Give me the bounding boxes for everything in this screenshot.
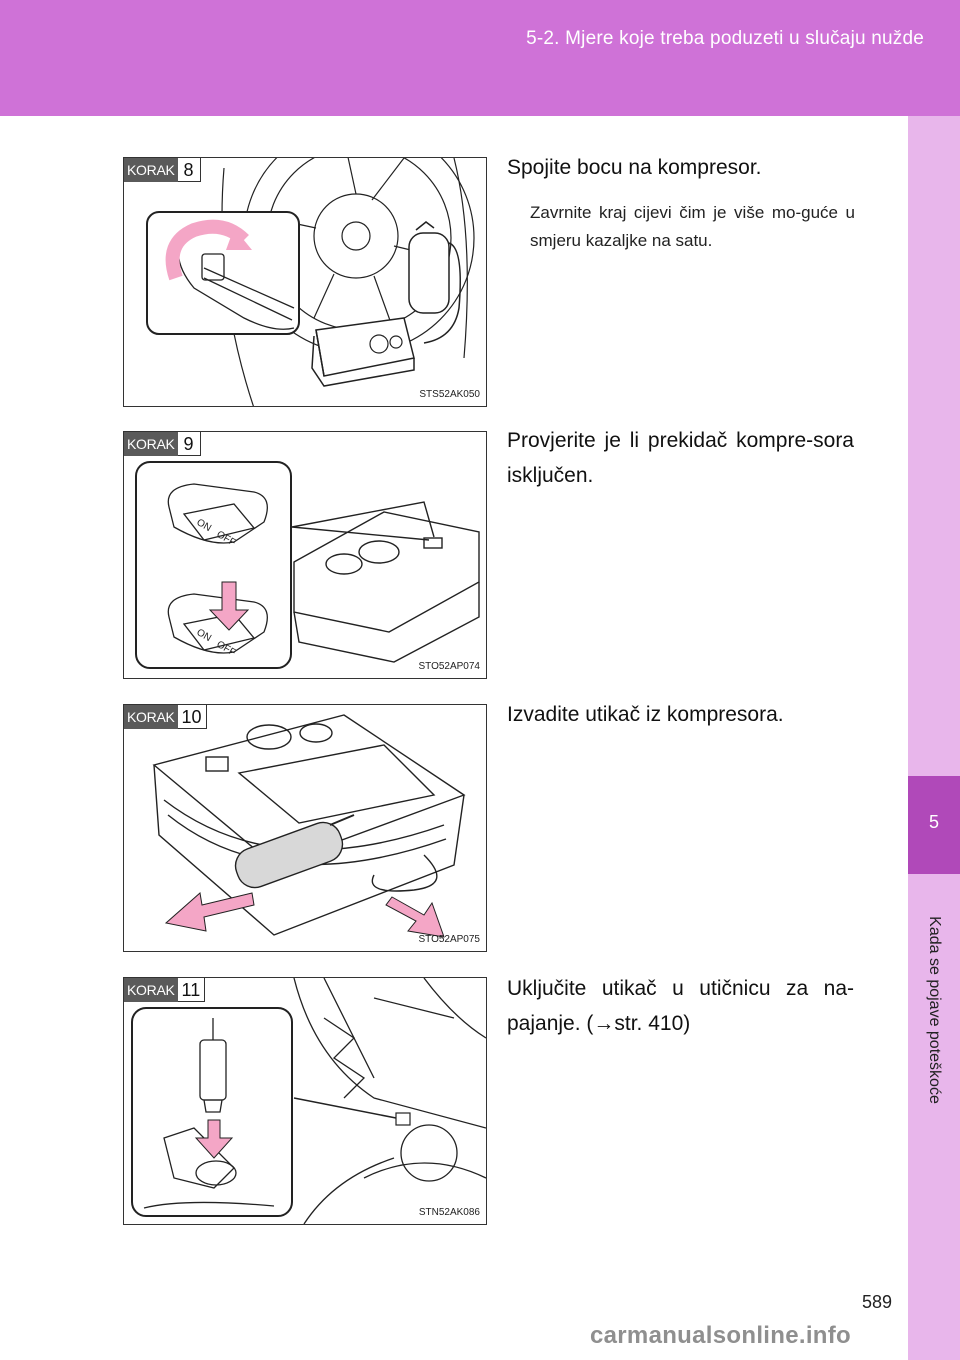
figure-code: STN52AK086	[418, 1207, 480, 1218]
section-title: 5-2. Mjere koje treba poduzeti u slučaju…	[526, 28, 924, 49]
figure-step-10: KORAK 10 STO52AP075	[123, 704, 487, 952]
step-badge: KORAK 8	[124, 158, 201, 182]
step-number: 10	[177, 705, 207, 729]
side-tab	[908, 116, 960, 1360]
compressor-plug-illustration	[152, 714, 466, 938]
watermark[interactable]: carmanualsonline.info	[590, 1322, 852, 1349]
step-number: 8	[177, 158, 201, 182]
step-number: 11	[177, 978, 206, 1002]
step-badge: KORAK 9	[124, 432, 201, 456]
chapter-tab[interactable]: 5	[908, 776, 960, 874]
figure-step-8: KORAK 8 STS52AK050	[123, 157, 487, 407]
figure-code: STS52AK050	[419, 389, 480, 400]
step-number: 9	[177, 432, 201, 456]
step-10-text: Izvadite utikač iz kompresora.	[507, 703, 784, 726]
step-11-text: Uključite utikač u utičnicu za na-pajanj…	[507, 977, 854, 1035]
step-8-text: Spojite bocu na kompresor.	[507, 156, 762, 179]
step-9-text: Provjerite je li prekidač kompre-sora is…	[507, 429, 854, 487]
step-8-subtext: Zavrnite kraj cijevi čim je više mo-guće…	[530, 203, 855, 250]
figure-step-9: ON OFF ON OFF KORAK 9 STO52AP074	[123, 431, 487, 679]
chapter-number: 5	[928, 812, 939, 832]
header-band: 5-2. Mjere koje treba poduzeti u slučaju…	[0, 0, 960, 116]
figure-step-11: KORAK 11 STN52AK086	[123, 977, 487, 1225]
compressor-bottle-illustration	[146, 158, 475, 406]
power-outlet-illustration	[131, 978, 486, 1224]
step-badge: KORAK 10	[124, 705, 207, 729]
figure-code: STO52AP074	[418, 661, 480, 672]
step-badge: KORAK 11	[124, 978, 206, 1002]
chapter-label: Kada se pojave poteškoće	[926, 916, 943, 1104]
compressor-switch-illustration: ON OFF ON OFF	[135, 461, 480, 669]
figure-code: STO52AP075	[418, 934, 480, 945]
page-number: 589	[861, 1292, 892, 1312]
